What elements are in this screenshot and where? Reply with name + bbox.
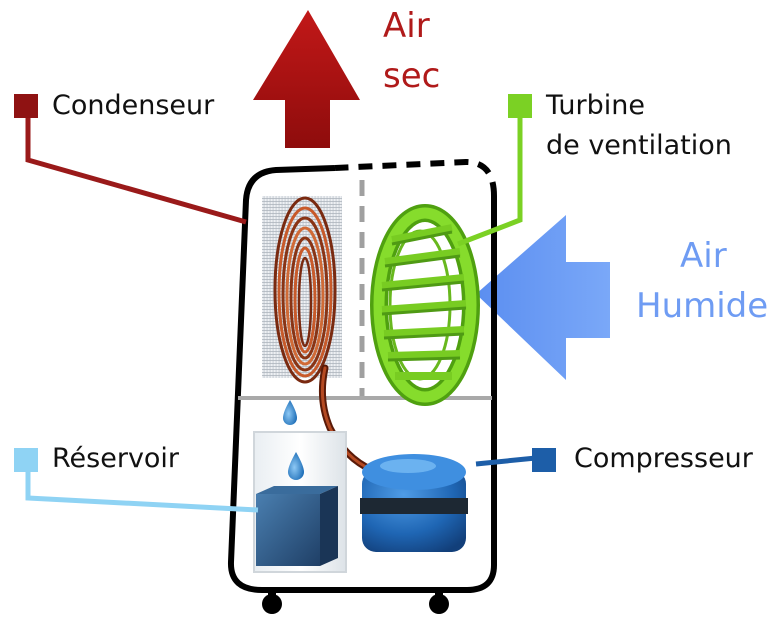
water-drop-falling <box>283 400 297 425</box>
humid-air-arrow <box>476 215 610 380</box>
compressor <box>360 454 468 552</box>
reservoir-marker <box>14 448 38 472</box>
turbine-label-line2: de ventilation <box>546 130 732 161</box>
fan-turbine <box>370 204 480 406</box>
compresseur-leader <box>475 455 537 467</box>
air-humide-label-line1: Air <box>680 236 727 276</box>
condenseur-label: Condenseur <box>52 90 215 121</box>
turbine-marker <box>508 94 532 118</box>
air-humide-label-line2: Humide <box>636 286 769 326</box>
unit-outline <box>227 165 497 593</box>
condenser <box>262 196 376 474</box>
wheel-right <box>429 594 449 614</box>
unit-outline-top <box>334 158 497 197</box>
reservoir <box>253 431 347 573</box>
water-drop-reservoir <box>288 452 304 480</box>
air-sec-label-line1: Air <box>383 6 430 46</box>
turbine-leader <box>457 110 523 247</box>
condenseur-marker <box>14 94 38 118</box>
turbine-label-line1: Turbine <box>546 90 645 121</box>
reservoir-label: Réservoir <box>52 443 180 474</box>
compresseur-marker <box>532 448 556 472</box>
dry-air-arrow <box>253 10 360 148</box>
wheel-left <box>262 594 282 614</box>
reservoir-leader <box>25 468 259 513</box>
condenseur-leader <box>25 110 247 225</box>
air-sec-label-line2: sec <box>383 56 441 96</box>
compresseur-label: Compresseur <box>574 443 753 474</box>
